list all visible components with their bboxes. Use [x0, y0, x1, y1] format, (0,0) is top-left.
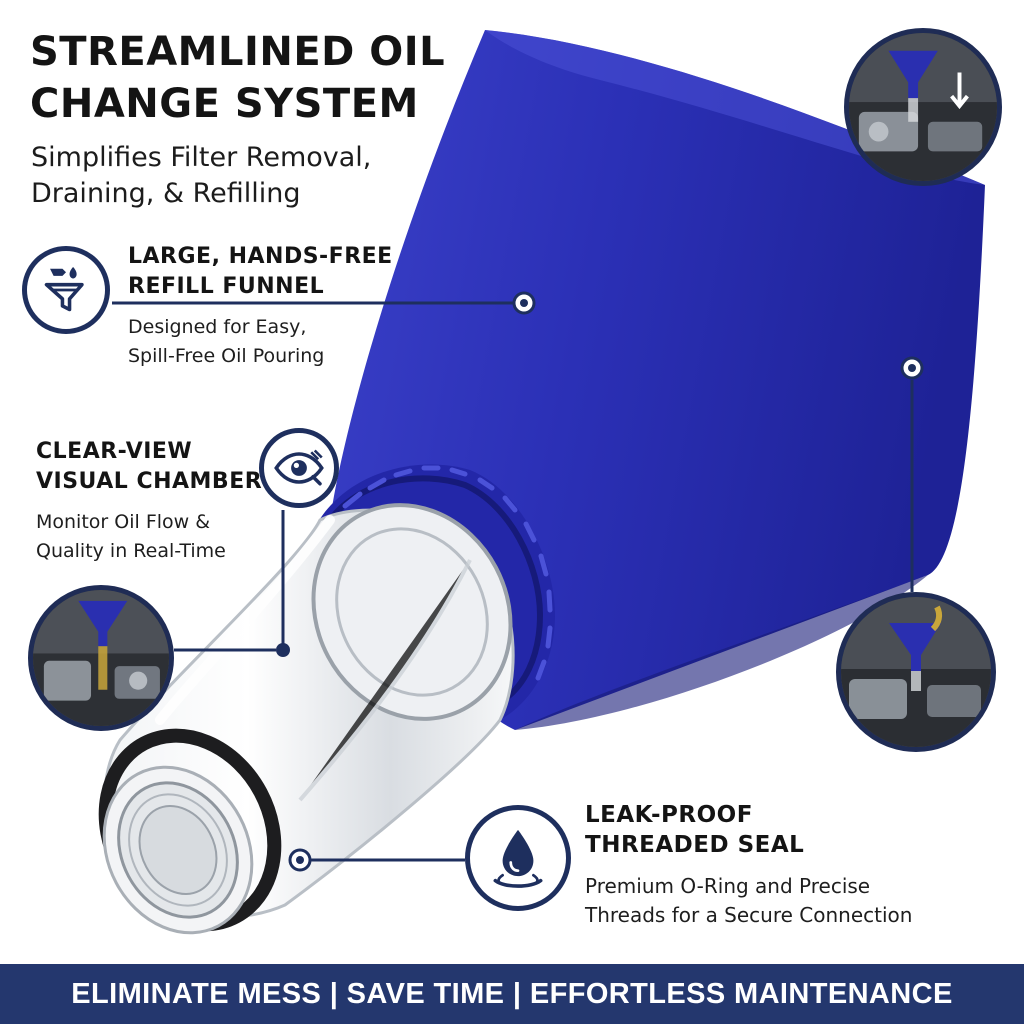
water-drop-icon	[465, 805, 571, 911]
funnel-oil-drop-icon	[22, 246, 110, 334]
feature-description-refill-funnel: Designed for Easy, Spill-Free Oil Pourin…	[128, 313, 324, 371]
feature-heading-threaded-seal: LEAK-PROOF THREADED SEAL	[585, 800, 804, 860]
feature-3-heading-line-1: LEAK-PROOF	[585, 802, 753, 828]
feature-3-description-line-1: Premium O-Ring and Precise	[585, 874, 871, 898]
feature-description-visual-chamber: Monitor Oil Flow & Quality in Real-Time	[36, 508, 226, 566]
feature-2-heading-line-2: VISUAL CHAMBER	[36, 469, 263, 494]
engine-usage-photo-left	[28, 585, 174, 731]
title-line-2: CHANGE SYSTEM	[30, 81, 419, 127]
main-title: STREAMLINED OIL CHANGE SYSTEM	[30, 26, 500, 130]
o-ring-threaded-end	[98, 728, 282, 935]
feature-1-heading-line-1: LARGE, HANDS-FREE	[128, 244, 393, 269]
feature-heading-visual-chamber: CLEAR-VIEW VISUAL CHAMBER	[36, 437, 262, 497]
bottom-banner: ELIMINATE MESS | SAVE TIME | EFFORTLESS …	[0, 964, 1024, 1024]
feature-2-heading-line-1: CLEAR-VIEW	[36, 439, 193, 464]
feature-description-threaded-seal: Premium O-Ring and Precise Threads for a…	[585, 872, 912, 930]
banner-slogan: ELIMINATE MESS | SAVE TIME | EFFORTLESS …	[71, 978, 953, 1010]
callout-lines	[112, 301, 914, 862]
callout-target-dots	[276, 291, 924, 872]
feature-3-heading-line-2: THREADED SEAL	[585, 832, 805, 858]
subtitle: Simplifies Filter Removal, Draining, & R…	[31, 140, 371, 212]
title-line-1: STREAMLINED OIL	[30, 29, 446, 75]
feature-1-description-line-2: Spill-Free Oil Pouring	[128, 345, 325, 367]
feature-1-heading-line-2: REFILL FUNNEL	[128, 274, 325, 299]
engine-usage-photo-top-right	[844, 28, 1002, 186]
feature-2-description-line-2: Quality in Real-Time	[36, 540, 226, 562]
feature-1-description-line-1: Designed for Easy,	[128, 316, 307, 338]
eye-icon	[259, 428, 339, 508]
feature-3-description-line-2: Threads for a Secure Connection	[585, 903, 913, 927]
feature-2-description-line-1: Monitor Oil Flow &	[36, 511, 211, 533]
subtitle-line-1: Simplifies Filter Removal,	[31, 142, 372, 173]
feature-heading-refill-funnel: LARGE, HANDS-FREE REFILL FUNNEL	[128, 242, 393, 302]
subtitle-line-2: Draining, & Refilling	[31, 178, 301, 209]
engine-usage-photo-bottom-right	[836, 592, 996, 752]
